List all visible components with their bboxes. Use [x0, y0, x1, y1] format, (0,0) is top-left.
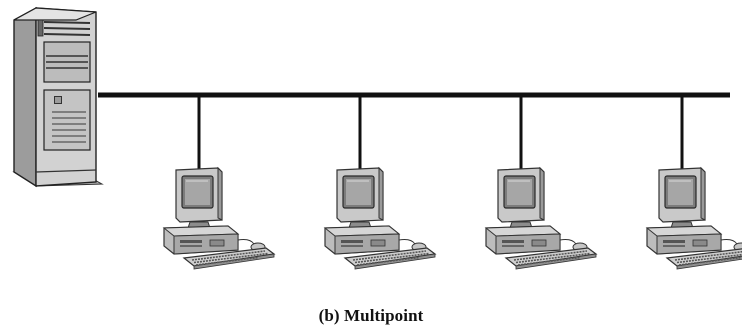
terminal-icon-2 — [324, 167, 436, 270]
terminal-icon-3 — [485, 167, 597, 270]
server-icon — [12, 6, 104, 188]
terminal-icon-4 — [646, 167, 742, 270]
terminal-icon-1 — [163, 167, 275, 270]
diagram-caption: (b) Multipoint — [318, 306, 424, 325]
